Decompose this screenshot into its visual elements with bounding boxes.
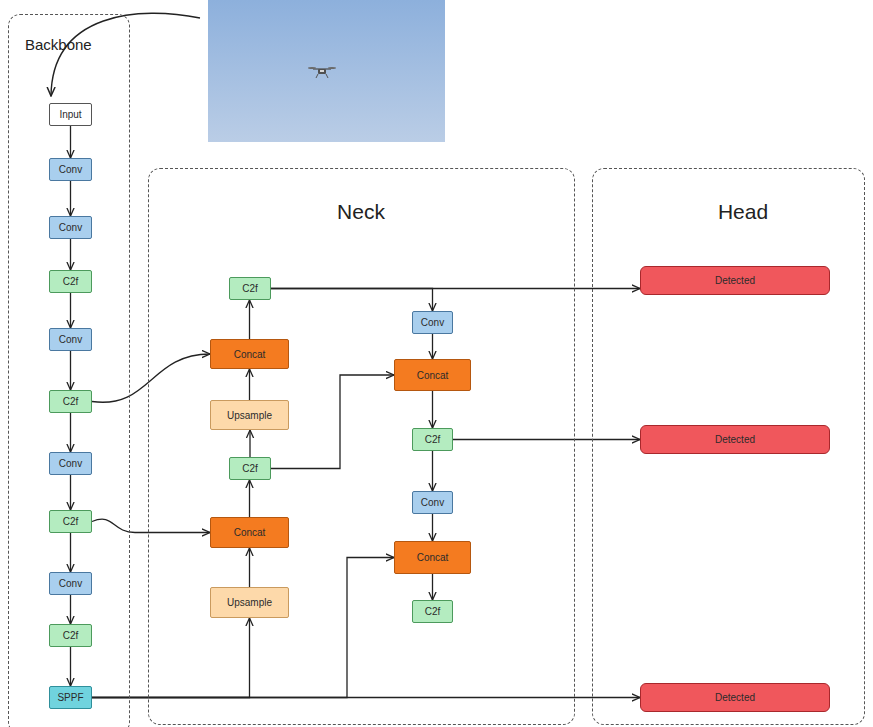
block-label: Conv <box>59 578 82 589</box>
block-label: C2f <box>425 434 441 445</box>
c2f-block: C2f <box>49 624 92 647</box>
block-label: Concat <box>417 552 449 563</box>
block-label: Conv <box>59 458 82 469</box>
connector-arrow <box>92 558 394 698</box>
connector-arrow <box>432 514 433 541</box>
concat-block: Concat <box>210 517 289 548</box>
c2f-block: C2f <box>412 428 453 451</box>
conv-block: Conv <box>49 158 92 181</box>
connector-arrow <box>92 354 210 402</box>
connector-arrow <box>271 375 394 469</box>
concat-block: Concat <box>210 339 289 369</box>
connector-arrow <box>70 533 71 572</box>
region-title: Head <box>718 201 768 222</box>
block-label: Upsample <box>227 597 272 608</box>
conv-block: Conv <box>49 452 92 475</box>
block-label: Conv <box>59 222 82 233</box>
connector-arrow <box>70 181 71 216</box>
upsample-block: Upsample <box>210 400 289 430</box>
c2f-block: C2f <box>49 390 92 413</box>
block-label: C2f <box>63 276 79 287</box>
connector-arrow <box>453 439 640 440</box>
block-label: Conv <box>421 497 444 508</box>
detect-head: Detected <box>640 425 830 454</box>
block-label: Detected <box>715 275 755 286</box>
region-title: Backbone <box>25 37 92 52</box>
block-label: Upsample <box>227 410 272 421</box>
connector-arrow <box>432 334 433 359</box>
input-block: Input <box>49 103 92 126</box>
connector-arrow <box>432 391 433 428</box>
conv-block: Conv <box>412 491 453 514</box>
c2f-block: C2f <box>49 270 92 293</box>
detect-head: Detected <box>640 266 830 295</box>
drone <box>308 67 336 78</box>
connector-arrow <box>70 475 71 510</box>
connector-arrow <box>70 351 71 390</box>
block-label: Detected <box>715 692 755 703</box>
block-label: C2f <box>242 463 258 474</box>
drone-photo <box>208 0 445 142</box>
block-label: Concat <box>417 370 449 381</box>
block-label: C2f <box>63 396 79 407</box>
input-arrow <box>51 13 200 96</box>
connector-arrow <box>92 697 640 698</box>
region-title: Neck <box>337 201 385 222</box>
connector-arrow <box>70 647 71 686</box>
conv-block: Conv <box>49 216 92 239</box>
connector-arrow <box>249 480 250 517</box>
conv-block: Conv <box>49 328 92 351</box>
connector-arrow <box>70 239 71 270</box>
concat-block: Concat <box>394 541 471 574</box>
c2f-block: C2f <box>412 600 453 623</box>
group-region: HeadDetectedDetectedDetected <box>592 168 865 725</box>
block-label: Concat <box>234 527 266 538</box>
conv-block: Conv <box>412 311 453 334</box>
connector-arrow <box>70 293 71 328</box>
detect-head: Detected <box>640 683 830 712</box>
conv-block: Conv <box>49 572 92 595</box>
connector-arrow <box>70 126 71 158</box>
connector-arrow <box>249 548 250 587</box>
block-label: Conv <box>59 164 82 175</box>
connector-arrow <box>249 430 250 457</box>
block-label: Conv <box>421 317 444 328</box>
block-label: C2f <box>242 283 258 294</box>
sppf-block: SPPF <box>49 686 92 709</box>
block-label: C2f <box>425 606 441 617</box>
concat-block: Concat <box>394 359 471 391</box>
block-label: Concat <box>234 349 266 360</box>
block-label: Input <box>59 109 81 120</box>
block-label: Detected <box>715 434 755 445</box>
c2f-block: C2f <box>229 277 271 300</box>
connector-arrow <box>432 574 433 600</box>
connector-arrow <box>92 618 250 698</box>
block-label: SPPF <box>57 692 83 703</box>
block-label: Conv <box>59 334 82 345</box>
upsample-block: Upsample <box>210 587 289 618</box>
c2f-block: C2f <box>49 510 92 533</box>
block-label: C2f <box>63 516 79 527</box>
connector-arrow <box>92 519 210 532</box>
connector-arrow <box>70 413 71 452</box>
c2f-block: C2f <box>229 457 271 480</box>
group-region: NeckC2fConcatUpsampleC2fConcatUpsampleCo… <box>148 168 575 725</box>
group-region: BackboneInputConvConvC2fConvC2fConvC2fCo… <box>8 14 130 727</box>
connector-arrow <box>249 369 250 400</box>
connector-arrow <box>70 595 71 624</box>
connector-arrow <box>432 451 433 491</box>
connector-arrow <box>249 300 250 339</box>
block-label: C2f <box>63 630 79 641</box>
connector-arrow <box>271 289 433 312</box>
